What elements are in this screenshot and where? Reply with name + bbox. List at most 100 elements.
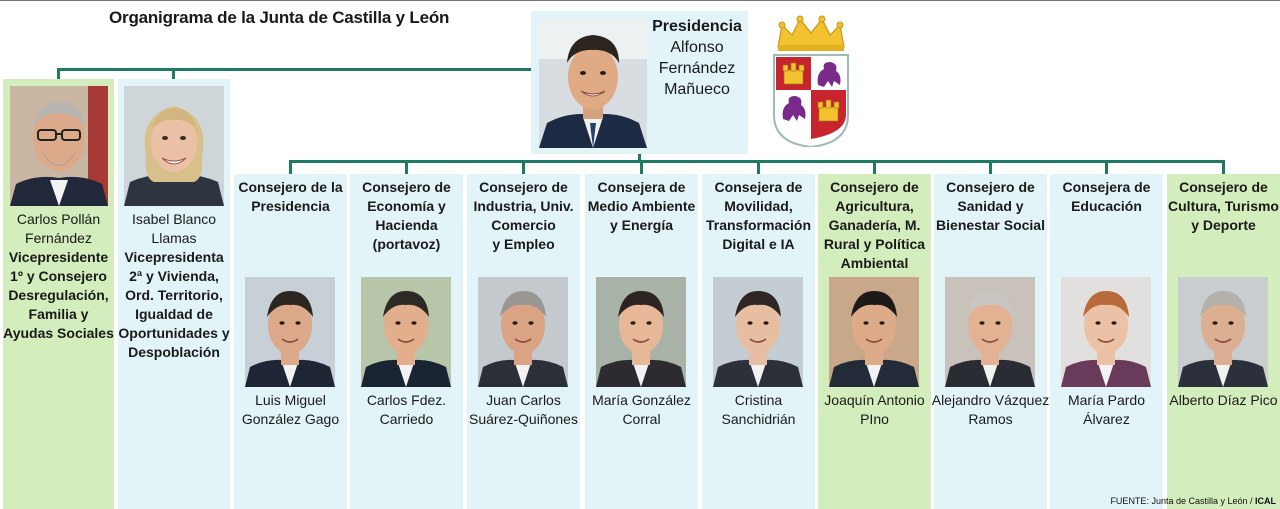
role-line: Igualdad de xyxy=(135,306,213,322)
connector-drop xyxy=(1105,160,1108,174)
name-line: Carriedo xyxy=(379,411,434,427)
president-label: Presidencia Alfonso Fernández Mañueco xyxy=(649,16,745,100)
name-line: Juan Carlos xyxy=(486,392,561,408)
connector-drop xyxy=(522,160,525,174)
connector-drop xyxy=(873,160,876,174)
role-line: Economía y xyxy=(367,198,446,214)
connector-vp2-drop xyxy=(172,68,175,79)
name-line: Alejandro Vázquez xyxy=(931,392,1050,408)
role-line: Ord. Territorio, xyxy=(125,287,223,303)
role-line: Hacienda xyxy=(375,217,438,233)
president-name-line: Alfonso xyxy=(670,39,724,56)
role-line: Oportunidades y xyxy=(118,325,230,341)
role-line: Consejero de la xyxy=(238,179,343,195)
vicepresident-role: Vicepresidenta 2ª y Vivienda, Ord. Terri… xyxy=(115,248,233,362)
consejero-name: Carlos Fdez. Carriedo xyxy=(346,391,467,429)
role-line: Consejera de xyxy=(714,179,803,195)
connector-vp-bar xyxy=(57,68,532,71)
role-line: Educación xyxy=(1071,198,1142,214)
name-line: Joaquín Antonio xyxy=(824,392,925,408)
vicepresident-box: Carlos Pollán Fernández Vicepresidente 1… xyxy=(3,79,114,509)
role-line: Industria, Univ. xyxy=(473,198,574,214)
connector-drop xyxy=(989,160,992,174)
role-line: y Deporte xyxy=(1191,217,1256,233)
name-line: María Pardo xyxy=(1067,392,1146,408)
name-line: Isabel Blanco xyxy=(131,211,217,227)
role-line: 2ª y Vivienda, xyxy=(129,268,219,284)
chart-title: Organigrama de la Junta de Castilla y Le… xyxy=(109,8,450,27)
president-box: Presidencia Alfonso Fernández Mañueco xyxy=(531,11,748,154)
name-line: María González xyxy=(592,392,691,408)
role-line: Agricultura, xyxy=(835,198,914,214)
role-line: Transformación xyxy=(705,217,812,233)
role-line: Ayudas Sociales xyxy=(3,325,114,341)
name-line: Carlos Pollán xyxy=(16,211,101,227)
connector-drop xyxy=(405,160,408,174)
name-line: Alberto Díaz Pico xyxy=(1169,392,1278,408)
connector-pres-stem xyxy=(638,153,641,162)
top-rule xyxy=(0,0,1280,1)
role-line: Consejero de xyxy=(1179,179,1268,195)
role-line: Sanidad y xyxy=(957,198,1024,214)
vicepresident-name: Carlos Pollán Fernández xyxy=(3,210,114,248)
connector-drop xyxy=(757,160,760,174)
president-name-line: Fernández xyxy=(658,60,736,77)
role-line: Desregulación, xyxy=(8,287,109,303)
name-line: Llamas xyxy=(151,230,197,246)
role-line: Digital e IA xyxy=(722,236,795,252)
source-note: FUENTE: Junta de Castilla y León / ICAL xyxy=(1110,496,1276,506)
consejero-photo xyxy=(945,277,1035,387)
role-line: Vicepresidente xyxy=(8,249,109,265)
consejero-photo xyxy=(361,277,451,387)
connector-drop xyxy=(289,160,292,174)
vicepresident-name: Isabel Blanco Llamas xyxy=(118,210,230,248)
president-role: Presidencia xyxy=(652,18,742,35)
consejero-photo xyxy=(478,277,568,387)
name-line: González Gago xyxy=(241,411,340,427)
name-line: Carlos Fdez. xyxy=(366,392,447,408)
role-line: Consejero de xyxy=(362,179,451,195)
name-line: Corral xyxy=(622,411,661,427)
role-line: Familia y xyxy=(28,306,89,322)
connector-vp1-drop xyxy=(57,68,60,79)
name-line: Ramos xyxy=(968,411,1013,427)
coat-of-arms-icon xyxy=(772,15,850,147)
consejero-photo xyxy=(245,277,335,387)
role-line: Rural y Política xyxy=(823,236,926,252)
role-line: (portavoz) xyxy=(372,236,441,252)
role-line: Consejero de xyxy=(946,179,1035,195)
connector-drop xyxy=(1222,160,1225,174)
role-line: Comercio xyxy=(491,217,556,233)
source-agency: ICAL xyxy=(1255,496,1276,506)
name-line: Suárez-Quiñones xyxy=(469,411,578,427)
role-line: 1º y Consejero xyxy=(10,268,107,284)
vicepresident-box: Isabel Blanco Llamas Vicepresidenta 2ª y… xyxy=(118,79,230,509)
consejero-photo xyxy=(713,277,803,387)
role-line: Movilidad, xyxy=(724,198,793,214)
consejero-name: Alberto Díaz Pico xyxy=(1163,391,1280,410)
role-line: Ambiental xyxy=(840,255,909,271)
consejeria-column: Consejero de Economía y Hacienda (portavoz)… xyxy=(350,174,463,509)
consejeria-role: Consejero de Economía y Hacienda (portavoz) xyxy=(348,178,465,254)
name-line: Fernández xyxy=(25,230,92,246)
vicepresident-photo xyxy=(124,86,224,206)
